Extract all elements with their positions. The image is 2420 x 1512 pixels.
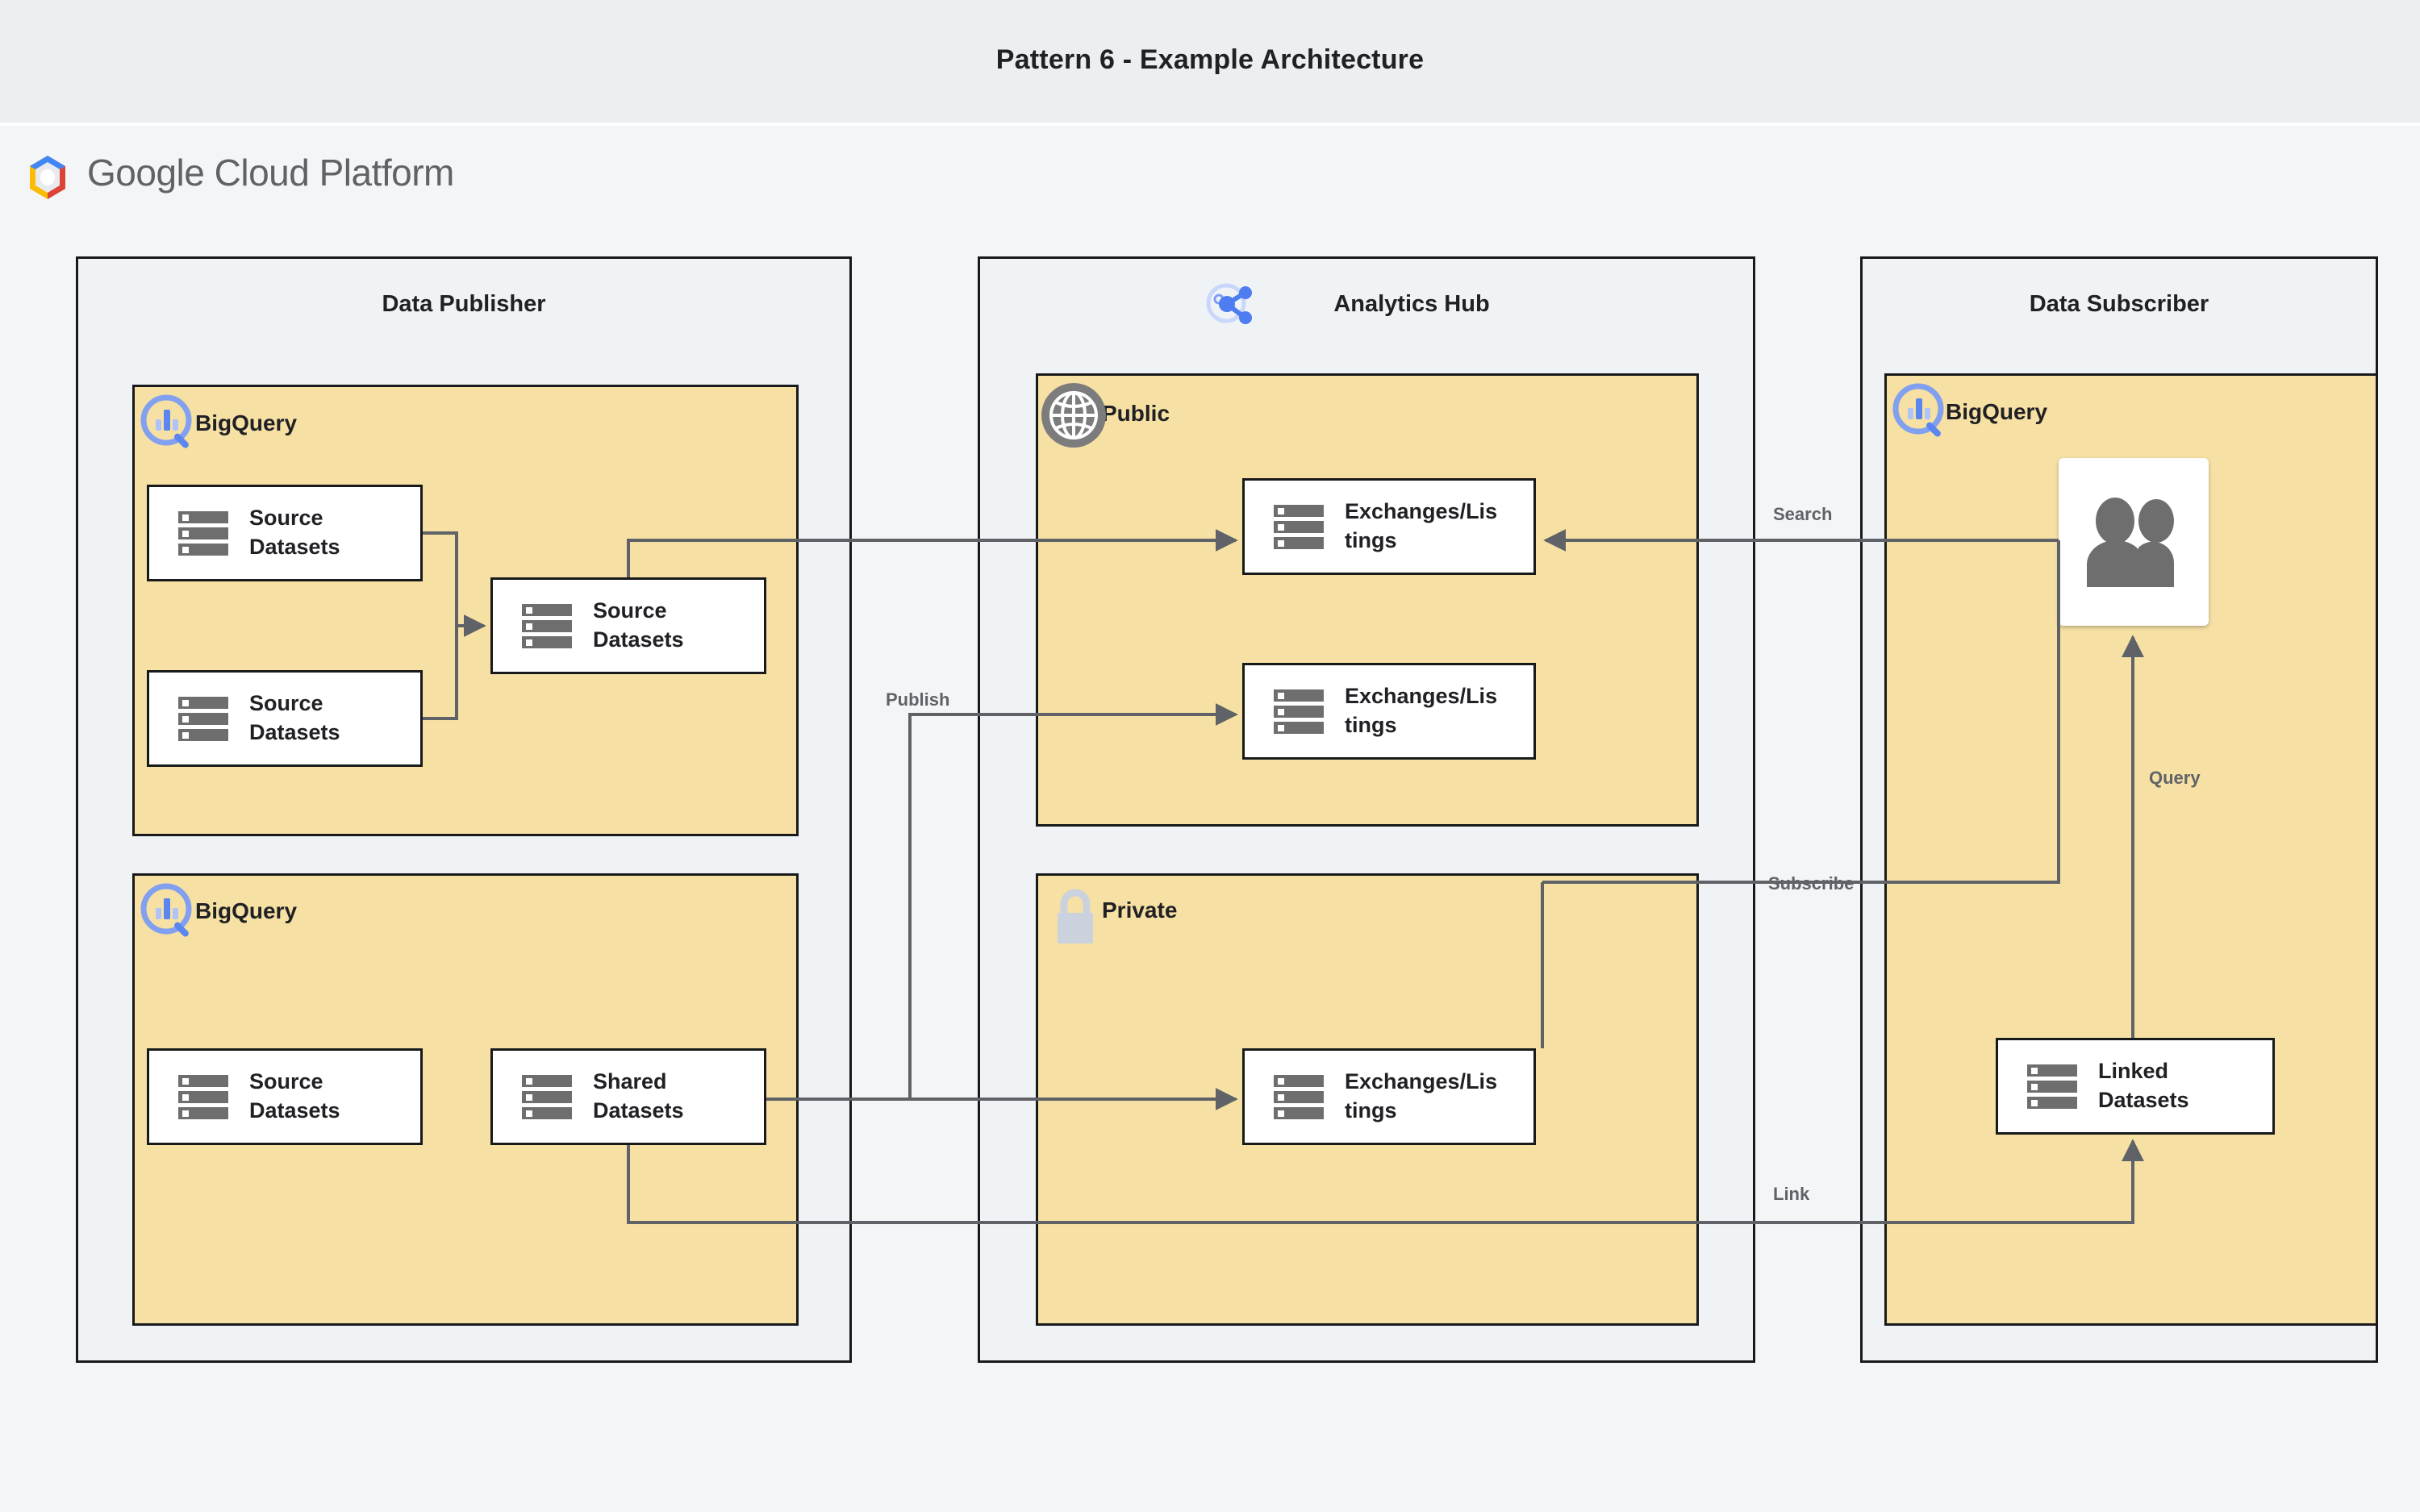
node-label-line1: Exchanges/Lis [1345,684,1498,709]
group-subscriber-bigquery-label: BigQuery [1946,399,2047,425]
group-hub-private-label: Private [1102,898,1177,923]
title-bar: Pattern 6 - Example Architecture [0,0,2420,123]
node-label-line1: Exchanges/Lis [1345,499,1498,524]
dataset-icon [178,694,228,744]
node-label-line2: Datasets [2098,1088,2189,1112]
node-label-line1: Source [593,598,667,623]
google-cloud-platform-wordmark: Google Cloud Platform [87,151,454,194]
group-label-text: BigQuery [195,898,298,923]
group-hub-public-label: Public [1102,401,1170,427]
dataset-icon [178,1072,228,1122]
bigquery-magnifier-icon [136,390,202,456]
zone-analytics-hub-title: Analytics Hub [1333,291,1490,317]
edge-label-link: Link [1773,1184,1810,1204]
node-source-datasets-1-label: Source Datasets [249,504,340,561]
people-icon [2078,497,2189,587]
node-label-line2: Datasets [593,627,684,652]
node-source-datasets-3[interactable]: Source Datasets [490,577,766,674]
node-shared-datasets[interactable]: Shared Datasets [490,1048,766,1145]
dataset-icon [522,601,572,651]
node-source-datasets-4-label: Source Datasets [249,1068,340,1125]
group-publisher-bigquery-top-label: BigQuery [195,410,297,436]
node-label-line1: Source [249,506,323,531]
lock-icon [1050,885,1100,947]
dataset-icon [1274,502,1324,552]
node-label-line2: tings [1345,713,1397,737]
bigquery-magnifier-icon [136,879,202,945]
node-linked-datasets[interactable]: Linked Datasets [1996,1038,2275,1135]
zone-data-subscriber-title: Data Subscriber [2029,291,2209,317]
edge-label-search: Search [1773,504,1833,524]
group-label-text: BigQuery [195,410,298,435]
node-exchanges-public-1[interactable]: Exchanges/Lis tings [1242,478,1536,575]
node-label-line1: Shared [593,1069,667,1094]
google-cloud-platform-logo: Google Cloud Platform [23,149,454,207]
globe-icon [1039,381,1108,450]
node-label-line1: Source [249,1069,323,1094]
dataset-icon [178,508,228,558]
node-source-datasets-3-label: Source Datasets [593,597,684,654]
node-exchanges-private[interactable]: Exchanges/Lis tings [1242,1048,1536,1145]
node-label-line2: Datasets [249,1098,340,1123]
dataset-icon [1274,1072,1324,1122]
zone-data-publisher-title: Data Publisher [382,291,546,317]
group-label-text: BigQuery [1946,399,2048,424]
node-source-datasets-2-label: Source Datasets [249,689,340,747]
node-label-line2: tings [1345,1098,1397,1123]
node-label-line2: Datasets [593,1098,684,1123]
edge-label-publish: Publish [886,689,950,710]
dataset-icon [522,1072,572,1122]
group-publisher-bigquery-bottom-label: BigQuery [195,898,297,924]
node-label-line1: Linked [2098,1059,2169,1084]
node-label-line2: Datasets [249,720,340,744]
brand-google: Google [87,152,205,194]
group-label-text: Public [1102,401,1170,426]
group-label-text: Private [1102,898,1178,923]
node-label-line2: tings [1345,528,1397,552]
brand-cloud-platform: Cloud Platform [214,152,455,194]
share-nodes-icon [1202,274,1260,332]
node-exchanges-private-label: Exchanges/Lis tings [1345,1068,1497,1125]
node-exchanges-public-2[interactable]: Exchanges/Lis tings [1242,663,1536,760]
node-source-datasets-1[interactable]: Source Datasets [147,485,423,581]
node-source-datasets-2[interactable]: Source Datasets [147,670,423,767]
edge-label-subscribe: Subscribe [1768,873,1855,893]
node-label-line1: Exchanges/Lis [1345,1069,1498,1094]
page-title: Pattern 6 - Example Architecture [995,44,1425,75]
google-cloud-hexagon-icon [23,152,73,202]
node-label-line2: Datasets [249,535,340,559]
node-linked-datasets-label: Linked Datasets [2098,1057,2189,1114]
node-label-line1: Source [249,691,323,716]
node-source-datasets-4[interactable]: Source Datasets [147,1048,423,1145]
node-exchanges-public-2-label: Exchanges/Lis tings [1345,682,1497,739]
dataset-icon [1274,686,1324,736]
node-shared-datasets-label: Shared Datasets [593,1068,684,1125]
node-exchanges-public-1-label: Exchanges/Lis tings [1345,498,1497,555]
edge-label-query: Query [2149,768,2201,788]
subscriber-users-card[interactable] [2059,458,2209,626]
bigquery-magnifier-icon [1888,379,1954,445]
dataset-icon [2027,1061,2077,1111]
